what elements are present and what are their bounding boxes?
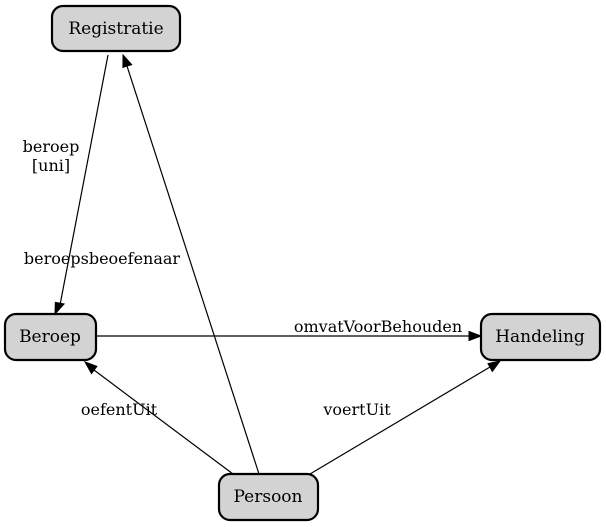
arrowhead-at-beroep	[54, 301, 66, 316]
node-handeling-label: Handeling	[495, 327, 585, 347]
node-persoon-label: Persoon	[233, 487, 302, 507]
node-handeling-box	[479, 312, 602, 362]
edge-label-omvatvoorbehouden: omvatVoorBehouden	[294, 317, 462, 336]
edge-beroep-to-handeling	[95, 330, 483, 342]
node-handeling: Handeling	[479, 312, 602, 362]
node-beroep: Beroep	[3, 312, 98, 362]
node-beroep-label: Beroep	[19, 327, 81, 347]
edge-label-oefentuit: oefentUit	[81, 400, 158, 419]
edge-line-persoon-registratie	[126, 65, 260, 475]
edge-line-persoon-handeling	[309, 366, 491, 475]
node-beroep-box	[3, 312, 98, 362]
node-persoon: Persoon	[217, 472, 320, 522]
edge-line-registratie-beroep	[59, 54, 109, 306]
node-persoon-box	[217, 472, 320, 522]
arrowhead-at-handeling	[468, 330, 483, 342]
edge-label-voertuit: voertUit	[322, 400, 391, 419]
arrowhead-at-beroep-from-persoon	[83, 361, 98, 375]
edge-line-persoon-beroep	[93, 369, 234, 475]
edge-persoon-to-beroep	[83, 361, 234, 475]
node-registratie-box	[50, 4, 182, 53]
node-registratie: Registratie	[50, 4, 182, 53]
node-registratie-label: Registratie	[68, 19, 163, 39]
edge-persoon-to-handeling	[309, 360, 502, 475]
edge-persoon-to-registratie	[122, 53, 260, 475]
edge-label-beroep-uni-line1: beroep	[23, 137, 80, 156]
arrowhead-at-handeling-from-persoon	[487, 360, 502, 373]
edge-registratie-to-beroep	[54, 54, 109, 316]
arrowhead-at-registratie	[122, 53, 133, 69]
edge-label-beroep-uni-line2: [uni]	[32, 156, 70, 175]
edge-label-beroepsbeoefenaar: beroepsbeoefenaar	[24, 249, 181, 268]
